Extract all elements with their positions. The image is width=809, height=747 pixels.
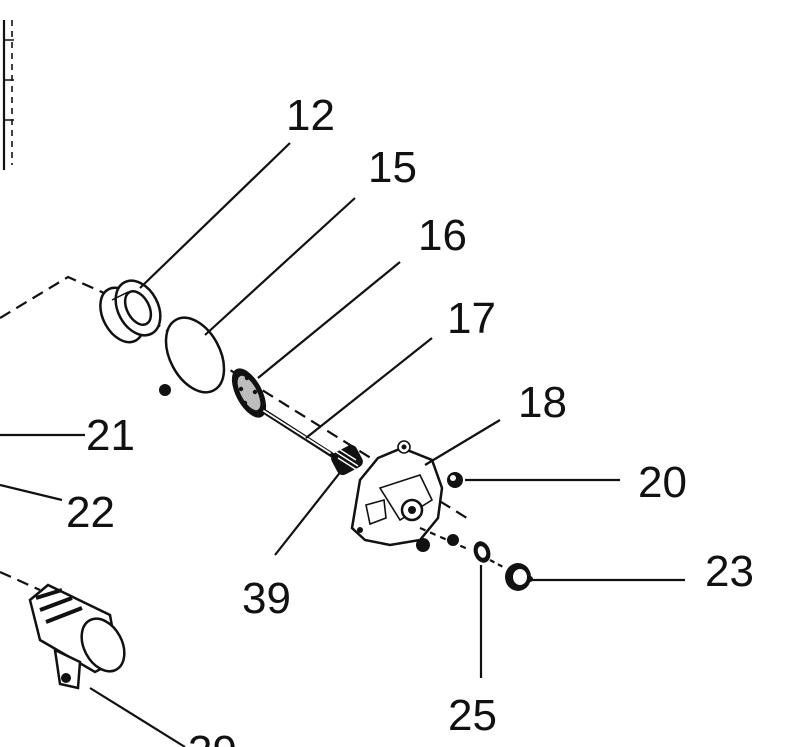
leader-39 — [274, 469, 343, 556]
part-39-spring — [331, 444, 363, 476]
part-20-screw — [447, 472, 463, 488]
leader-lines — [0, 142, 685, 747]
leader-15 — [204, 197, 356, 336]
callout-21: 21 — [86, 411, 135, 460]
leader-18 — [424, 419, 501, 466]
part-18-housing — [350, 440, 444, 547]
part-25-o-ring — [473, 541, 491, 563]
callout-15: 15 — [368, 143, 417, 192]
part-bottom-cylinder — [28, 583, 126, 690]
leader-22 — [0, 483, 63, 502]
part-12-bushing — [99, 279, 162, 344]
callout-17: 17 — [447, 294, 496, 343]
part-15-diaphragm — [159, 316, 226, 396]
part-17-rod — [259, 407, 335, 458]
part-16-gasket — [231, 368, 267, 418]
callout-39: 39 — [242, 574, 291, 623]
hardware-bolt — [416, 526, 471, 552]
leader-partial — [89, 687, 186, 747]
leader-16 — [257, 261, 401, 379]
callout-20: 20 — [638, 458, 687, 507]
leader-12 — [139, 142, 291, 289]
callout-25: 25 — [448, 691, 497, 740]
callout-partial-bottom: 39 — [188, 727, 237, 747]
callout-23: 23 — [705, 547, 754, 596]
left-edge-frame — [2, 20, 14, 170]
callout-16: 16 — [418, 211, 467, 260]
callout-12: 12 — [286, 91, 335, 140]
callout-22: 22 — [66, 488, 115, 537]
callout-labels: 12 15 16 17 18 20 21 22 23 25 39 39 — [66, 91, 754, 747]
part-23-plug — [489, 559, 533, 591]
leader-17 — [305, 337, 433, 439]
callout-18: 18 — [518, 378, 567, 427]
